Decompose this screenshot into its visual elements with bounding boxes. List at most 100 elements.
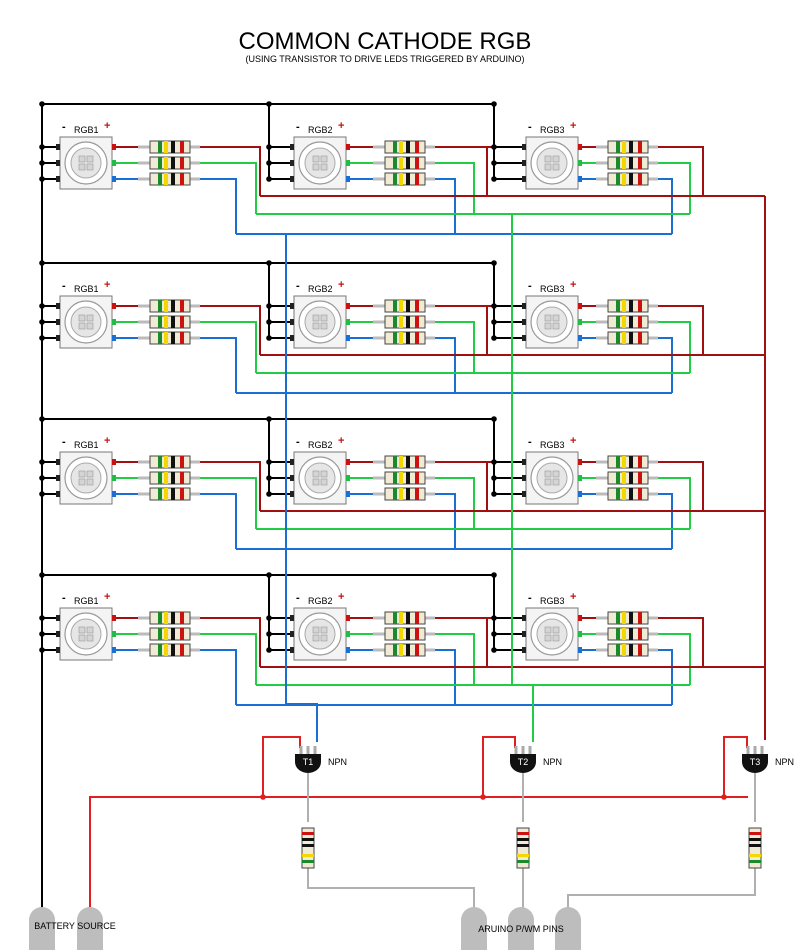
led-cathode-pin — [56, 491, 60, 497]
led-chip — [544, 155, 552, 163]
resistor-band — [406, 612, 410, 624]
junction-dot — [266, 615, 272, 621]
led-minus-sign: - — [62, 592, 66, 604]
led-chip — [552, 322, 560, 330]
green-channel-wire — [658, 162, 691, 214]
led-label: RGB3 — [540, 284, 565, 294]
npn-transistor — [510, 746, 536, 773]
resistor-band — [158, 316, 162, 328]
resistor-band — [171, 488, 175, 500]
resistor-band — [164, 456, 168, 468]
resistor-band — [616, 332, 620, 344]
led-label: RGB2 — [308, 440, 333, 450]
resistor-band — [415, 316, 419, 328]
junction-dot — [266, 144, 272, 150]
rgb-led — [56, 451, 116, 505]
resistor — [373, 140, 435, 154]
led-red-pin — [112, 459, 116, 465]
resistor-band — [616, 644, 620, 656]
resistor-band — [629, 628, 633, 640]
rgb-led — [522, 295, 582, 349]
junction-dot — [39, 101, 45, 107]
led-red-pin — [346, 459, 350, 465]
junction-dot — [491, 647, 497, 653]
junction-dot — [266, 303, 272, 309]
led-plus-sign: + — [104, 435, 110, 447]
resistor — [138, 487, 200, 501]
components-layer — [29, 136, 768, 950]
resistor-band — [302, 832, 314, 835]
resistor-band — [158, 488, 162, 500]
resistor-band — [393, 173, 397, 185]
led-cathode-pin — [56, 631, 60, 637]
led-cathode-pin — [56, 303, 60, 309]
led-plus-sign: + — [104, 279, 110, 291]
junction-dot — [39, 335, 45, 341]
led-chip — [552, 470, 560, 478]
resistor-band — [638, 332, 642, 344]
led-chip — [78, 478, 86, 486]
led-chip — [312, 634, 320, 642]
resistor-band — [302, 860, 314, 863]
led-die — [304, 306, 336, 338]
resistor — [596, 487, 658, 501]
resistor-band — [406, 157, 410, 169]
led-chip — [544, 470, 552, 478]
transistor-lead — [746, 746, 750, 754]
led-green-pin — [578, 631, 582, 637]
led-chip — [86, 314, 94, 322]
led-cathode-pin — [290, 459, 294, 465]
led-green-pin — [578, 160, 582, 166]
resistor-band — [622, 157, 626, 169]
led-blue-pin — [578, 491, 582, 497]
green-channel-wire — [435, 162, 475, 214]
resistor-band — [406, 456, 410, 468]
resistor-band — [393, 141, 397, 153]
resistor — [138, 611, 200, 625]
resistor-band — [158, 141, 162, 153]
junction-dot — [491, 144, 497, 150]
resistor — [596, 156, 658, 170]
rgb-led — [522, 136, 582, 190]
led-chip — [78, 470, 86, 478]
transistor-lead — [521, 746, 525, 754]
supply-to-transistor — [723, 736, 748, 797]
resistor — [373, 643, 435, 657]
blue-channel-wire — [435, 649, 456, 705]
rgb-led — [522, 607, 582, 661]
led-cathode-pin — [56, 176, 60, 182]
resistor-band — [171, 472, 175, 484]
supply-to-transistor — [482, 736, 516, 797]
resistor — [373, 611, 435, 625]
junction-dot — [39, 160, 45, 166]
diagram-title: COMMON CATHODE RGB — [238, 28, 532, 55]
led-chip — [320, 634, 328, 642]
base-resistor — [301, 827, 315, 869]
resistor-band — [415, 157, 419, 169]
led-label: RGB2 — [308, 284, 333, 294]
led-die — [536, 462, 568, 494]
led-die — [536, 306, 568, 338]
led-minus-sign: - — [62, 121, 66, 133]
led-chip — [86, 155, 94, 163]
supply-line — [89, 796, 748, 912]
resistor-band — [622, 628, 626, 640]
resistor-band — [749, 860, 761, 863]
junction-dot — [39, 319, 45, 325]
led-green-pin — [346, 160, 350, 166]
red-channel-drop — [658, 617, 704, 667]
junction-dot — [491, 615, 497, 621]
junction-dot — [39, 572, 45, 578]
led-chip — [312, 470, 320, 478]
rgb-led — [56, 607, 116, 661]
diagram-subtitle: (USING TRANSISTOR TO DRIVE LEDS TRIGGERE… — [245, 54, 525, 64]
resistor-band — [180, 332, 184, 344]
led-die — [70, 147, 102, 179]
led-cathode-pin — [522, 160, 526, 166]
led-minus-sign: - — [528, 592, 532, 604]
resistor-band — [638, 141, 642, 153]
junction-dot — [266, 160, 272, 166]
resistor-band — [164, 612, 168, 624]
transistor-type: NPN — [328, 757, 347, 767]
led-minus-sign: - — [62, 280, 66, 292]
